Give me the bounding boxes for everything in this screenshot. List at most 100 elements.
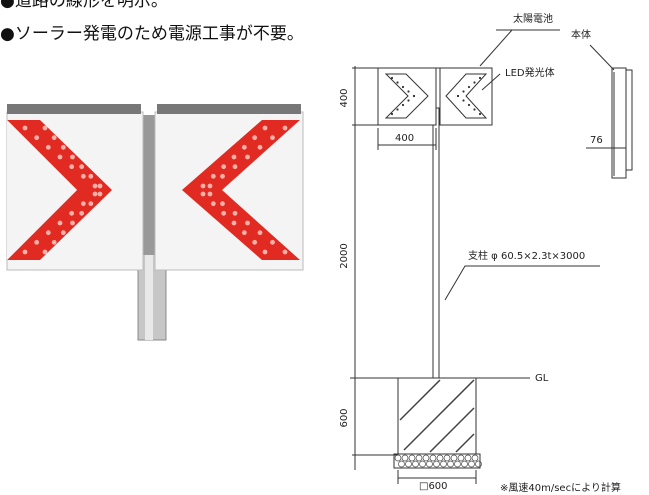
led-dot <box>407 99 410 102</box>
led-dot <box>401 85 405 89</box>
led-dot <box>241 230 247 236</box>
gravel-stone <box>436 454 444 462</box>
led-dot <box>42 125 48 131</box>
led-dot <box>401 103 405 107</box>
led-dot <box>51 239 57 245</box>
body-label: 本体 <box>571 30 591 41</box>
led-dot <box>79 164 85 170</box>
led-dot <box>22 125 28 131</box>
panel-height-dimension: 400 <box>339 88 350 108</box>
gravel-stone <box>401 454 409 462</box>
led-dot <box>412 94 416 98</box>
gravel-stone <box>422 454 430 462</box>
led-dot <box>45 230 51 236</box>
gravel-stone <box>408 454 416 462</box>
ground-level-label: GL <box>535 373 549 384</box>
led-dot <box>34 135 40 141</box>
pole-height-dimension: 2000 <box>339 243 350 269</box>
led-dot <box>252 239 258 245</box>
post-spec-label: 支柱 φ 60.5×2.3t×3000 <box>468 251 586 262</box>
led-dot <box>42 249 48 255</box>
panel-width-dimension: 400 <box>395 133 415 144</box>
led-dot <box>80 173 86 179</box>
led-dot <box>88 173 94 179</box>
gravel-stone <box>450 454 458 462</box>
gravel-stone <box>398 460 405 468</box>
led-dot <box>232 210 238 216</box>
gravel-stone <box>443 454 451 462</box>
depth-dimension: 76 <box>590 135 603 146</box>
led-dot <box>79 210 85 216</box>
led-dot <box>221 164 227 170</box>
led-dot <box>210 173 216 179</box>
led-dot <box>200 183 206 189</box>
led-dot <box>80 201 86 207</box>
led-dot <box>245 220 250 226</box>
led-dot <box>51 135 57 141</box>
led-dot <box>207 191 213 197</box>
led-dot <box>252 135 258 141</box>
feature-line-2: ●ソーラー発電のため電源工事が不要。 <box>0 24 304 44</box>
led-dot <box>92 183 98 189</box>
led-dot <box>241 144 247 150</box>
led-dot <box>207 183 213 189</box>
led-dot <box>220 173 225 179</box>
led-label: LED発光体 <box>505 68 555 79</box>
gravel-stone <box>426 460 433 468</box>
led-dot <box>34 239 40 245</box>
feature-line-1: ●道路の線形を明示。 <box>0 0 168 11</box>
gravel-stone <box>475 460 482 468</box>
gravel-stone <box>440 460 447 468</box>
led-dot <box>270 135 275 141</box>
led-dot <box>200 191 206 197</box>
led-dot <box>456 94 460 98</box>
led-dot <box>92 191 98 197</box>
foundation-width-dimension: □600 <box>419 481 448 492</box>
gravel-stone <box>415 454 423 462</box>
gravel-stone <box>468 460 475 468</box>
led-dot <box>70 220 75 226</box>
led-dot <box>220 201 225 207</box>
led-dot <box>473 108 476 111</box>
solar-panel-label: 太陽電池 <box>513 14 553 25</box>
led-dot <box>60 230 66 236</box>
photo-right-panel <box>154 104 304 271</box>
led-dot <box>478 76 482 80</box>
gravel-stone <box>457 454 465 462</box>
led-dot <box>60 144 66 150</box>
led-dot <box>467 103 471 107</box>
gravel-stone <box>454 460 461 468</box>
led-dot <box>282 249 288 255</box>
led-dot <box>473 81 476 84</box>
led-dot <box>231 154 237 160</box>
led-dot <box>97 191 103 197</box>
led-dot <box>396 108 399 111</box>
led-dot <box>282 125 288 131</box>
led-dot <box>57 220 63 226</box>
photo-left-panel <box>6 104 144 271</box>
led-dot <box>97 183 103 189</box>
gravel-stone <box>447 460 454 468</box>
foundation-depth-dimension: 600 <box>339 408 350 428</box>
led-dot <box>45 144 51 150</box>
wind-speed-note: ※風速40m/secにより計算 <box>500 483 621 494</box>
led-dot <box>462 90 465 93</box>
gravel-stone <box>471 454 479 462</box>
gravel-stone <box>419 460 426 468</box>
gravel-stone <box>412 460 419 468</box>
led-dot <box>232 164 238 170</box>
led-dot <box>390 76 394 80</box>
led-dot <box>262 125 268 131</box>
led-dot <box>245 154 250 160</box>
led-dot <box>462 99 465 102</box>
led-dot <box>257 230 263 236</box>
led-dot <box>257 144 263 150</box>
led-dot <box>57 154 63 160</box>
product-photo <box>6 104 304 341</box>
led-dot <box>70 154 75 160</box>
led-dot <box>231 220 237 226</box>
led-dot <box>210 201 216 207</box>
led-dot <box>467 85 471 89</box>
led-dot <box>390 112 394 116</box>
